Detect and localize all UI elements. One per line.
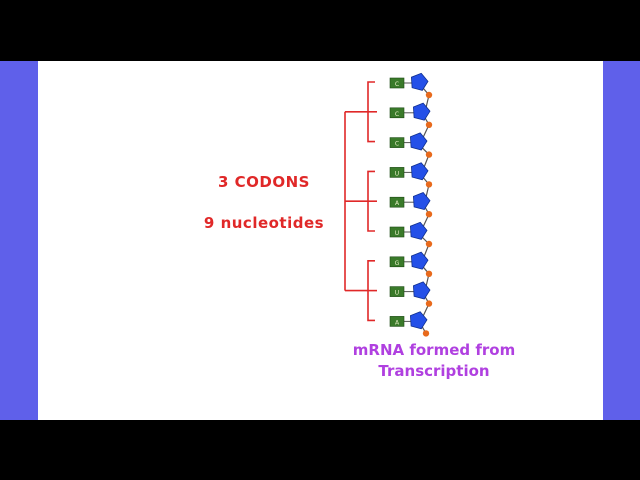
- ribose-sugar: [411, 163, 428, 180]
- codon-bracket: [345, 82, 377, 320]
- nucleobase-letter: C: [395, 111, 399, 118]
- caption-line-2: Transcription: [334, 361, 534, 382]
- caption: mRNA formed from Transcription: [334, 340, 534, 382]
- nucleobase-letter: U: [395, 230, 399, 237]
- phosphate-dot: [426, 241, 432, 247]
- phosphate-dot: [426, 211, 432, 217]
- ribose-sugar: [411, 252, 428, 269]
- phosphate-dot: [423, 330, 429, 336]
- codons-label: 3 CODONS: [212, 173, 316, 191]
- caption-line-1: mRNA formed from: [334, 340, 534, 361]
- phosphate-dot: [426, 92, 432, 98]
- phosphate-dot: [426, 181, 432, 187]
- nucleobase-letter: U: [395, 170, 399, 177]
- ribose-sugar: [413, 103, 430, 120]
- nucleobase-letter: C: [395, 81, 399, 88]
- ribose-sugar: [411, 73, 428, 90]
- ribose-sugar: [413, 282, 430, 299]
- phosphate-dot: [426, 271, 432, 277]
- phosphate-dot: [426, 151, 432, 157]
- nucleotides-label: 9 nucleotides: [198, 214, 330, 232]
- nucleobase-letter: C: [395, 141, 399, 148]
- nucleobase-letter: U: [395, 290, 399, 297]
- ribose-sugar: [413, 193, 430, 210]
- nucleobase-letter: G: [395, 260, 400, 267]
- phosphate-dot: [426, 300, 432, 306]
- phosphate-dot: [426, 122, 432, 128]
